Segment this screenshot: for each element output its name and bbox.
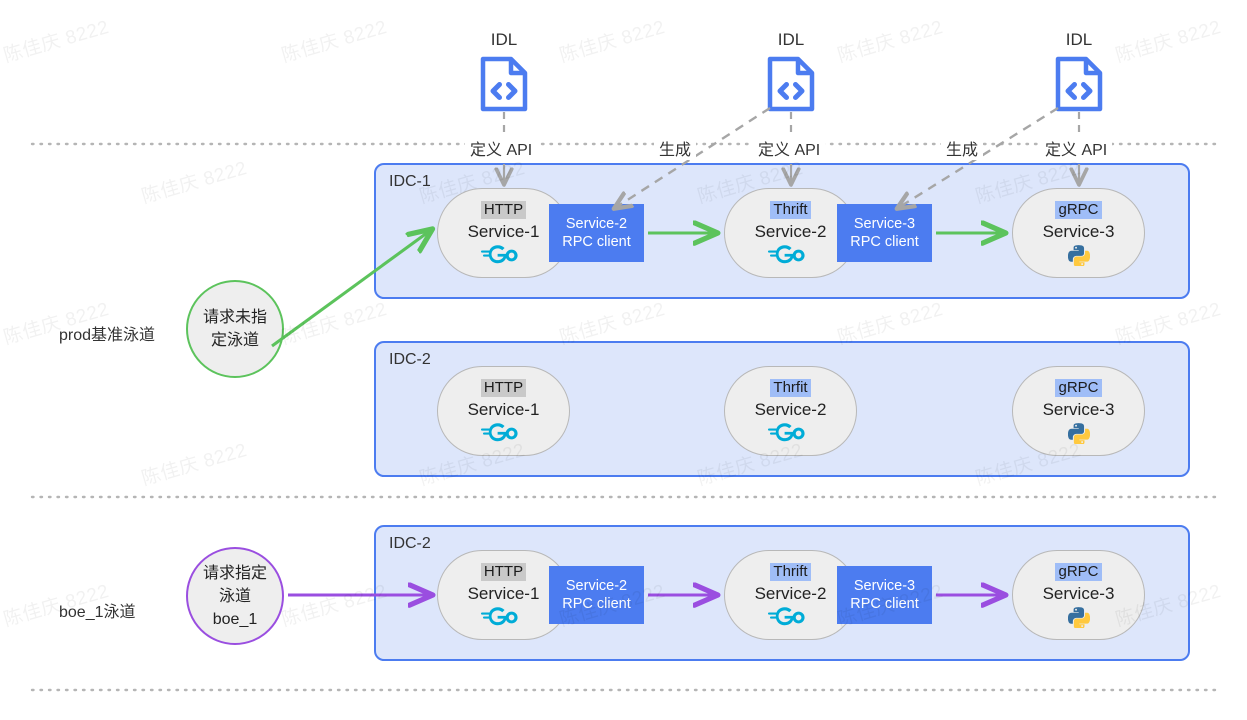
lane-label-boe1: boe_1泳道 [59, 604, 136, 621]
define-api-caption-2: 定义 API [753, 136, 826, 160]
protocol-badge: Thrift [770, 562, 811, 581]
protocol-badge: gRPC [1055, 378, 1102, 397]
idc-label: IDC-1 [389, 173, 431, 190]
generate-caption-1: 生成 [654, 136, 697, 160]
idl-label: IDL [490, 30, 518, 49]
rpc-client-line1: Service-3 [853, 578, 916, 594]
protocol-badge: Thrift [770, 200, 811, 219]
lane-circle-line2: 定泳道 [210, 332, 259, 349]
rpc-client-box-boe1-idc2-service3[interactable]: Service-3 RPC client [837, 566, 932, 624]
idl-document-code-icon [479, 56, 529, 117]
protocol-badge: Thrfit [770, 378, 811, 397]
service-node-boe1-idc2-service1[interactable]: HTTP Service-1 [437, 550, 570, 640]
idl-label: IDL [1065, 30, 1093, 49]
service-name: Service-1 [467, 399, 540, 419]
rpc-client-box-prod-idc1-service3[interactable]: Service-3 RPC client [837, 204, 932, 262]
idl-document-code-icon [1054, 56, 1104, 117]
protocol-badge: gRPC [1055, 562, 1102, 581]
service-node-boe1-idc2-service2[interactable]: Thrift Service-2 [724, 550, 857, 640]
lane-circle-line1: 请求未指 [202, 309, 267, 326]
python-logo [1067, 422, 1090, 444]
protocol-badge: HTTP [480, 562, 527, 581]
idc-label: IDC-2 [389, 535, 431, 552]
lane-label-prod: prod基准泳道 [59, 327, 156, 344]
idl-label: IDL [777, 30, 805, 49]
service-name: Service-1 [467, 221, 540, 241]
go-logo [480, 422, 527, 444]
service-node-prod-idc1-service2[interactable]: Thrift Service-2 [724, 188, 857, 278]
go-logo [767, 422, 814, 444]
idl-node-1[interactable]: IDL [466, 30, 542, 117]
lane-circle-line2: 泳道 [218, 587, 251, 605]
rpc-client-line2: RPC client [850, 596, 919, 612]
idl-node-3[interactable]: IDL [1041, 30, 1117, 117]
lane-entry-circle-boe1[interactable]: 请求指定 泳道 boe_1 [186, 547, 284, 645]
service-name: Service-2 [754, 399, 827, 419]
idl-document-code-icon [766, 56, 816, 117]
service-name: Service-3 [1042, 221, 1115, 241]
define-api-caption-1: 定义 API [465, 136, 538, 160]
service-name: Service-3 [1042, 583, 1115, 603]
lane-circle-line1: 请求指定 [202, 564, 267, 582]
service-name: Service-2 [754, 221, 827, 241]
rpc-client-box-boe1-idc2-service2[interactable]: Service-2 RPC client [549, 566, 644, 624]
go-logo [480, 244, 527, 266]
protocol-badge: HTTP [480, 378, 527, 397]
service-node-boe1-idc2-service3[interactable]: gRPC Service-3 [1012, 550, 1145, 640]
service-node-prod-idc2-service2[interactable]: Thrfit Service-2 [724, 366, 857, 456]
service-name: Service-2 [754, 583, 827, 603]
rpc-client-line1: Service-2 [565, 578, 628, 594]
service-node-prod-idc2-service1[interactable]: HTTP Service-1 [437, 366, 570, 456]
rpc-client-box-prod-idc1-service2[interactable]: Service-2 RPC client [549, 204, 644, 262]
request-arrow-green-entry [271, 230, 431, 348]
service-node-prod-idc2-service3[interactable]: gRPC Service-3 [1012, 366, 1145, 456]
idc-label: IDC-2 [389, 351, 431, 368]
rpc-client-line1: Service-3 [853, 216, 916, 232]
go-logo [767, 606, 814, 628]
go-logo [480, 606, 527, 628]
service-name: Service-1 [467, 583, 540, 603]
rpc-client-line2: RPC client [562, 596, 631, 612]
rpc-client-line2: RPC client [562, 234, 631, 250]
go-logo [767, 244, 814, 266]
rpc-client-line2: RPC client [850, 234, 919, 250]
service-name: Service-3 [1042, 399, 1115, 419]
python-logo [1067, 606, 1090, 628]
lane-entry-circle-prod[interactable]: 请求未指 定泳道 [186, 280, 284, 378]
idl-node-2[interactable]: IDL [753, 30, 829, 117]
protocol-badge: gRPC [1055, 200, 1102, 219]
generate-caption-2: 生成 [941, 136, 984, 160]
protocol-badge: HTTP [480, 200, 527, 219]
service-node-prod-idc1-service3[interactable]: gRPC Service-3 [1012, 188, 1145, 278]
rpc-client-line1: Service-2 [565, 216, 628, 232]
lane-circle-line3: boe_1 [212, 610, 258, 628]
python-logo [1067, 244, 1090, 266]
define-api-caption-3: 定义 API [1040, 136, 1113, 160]
